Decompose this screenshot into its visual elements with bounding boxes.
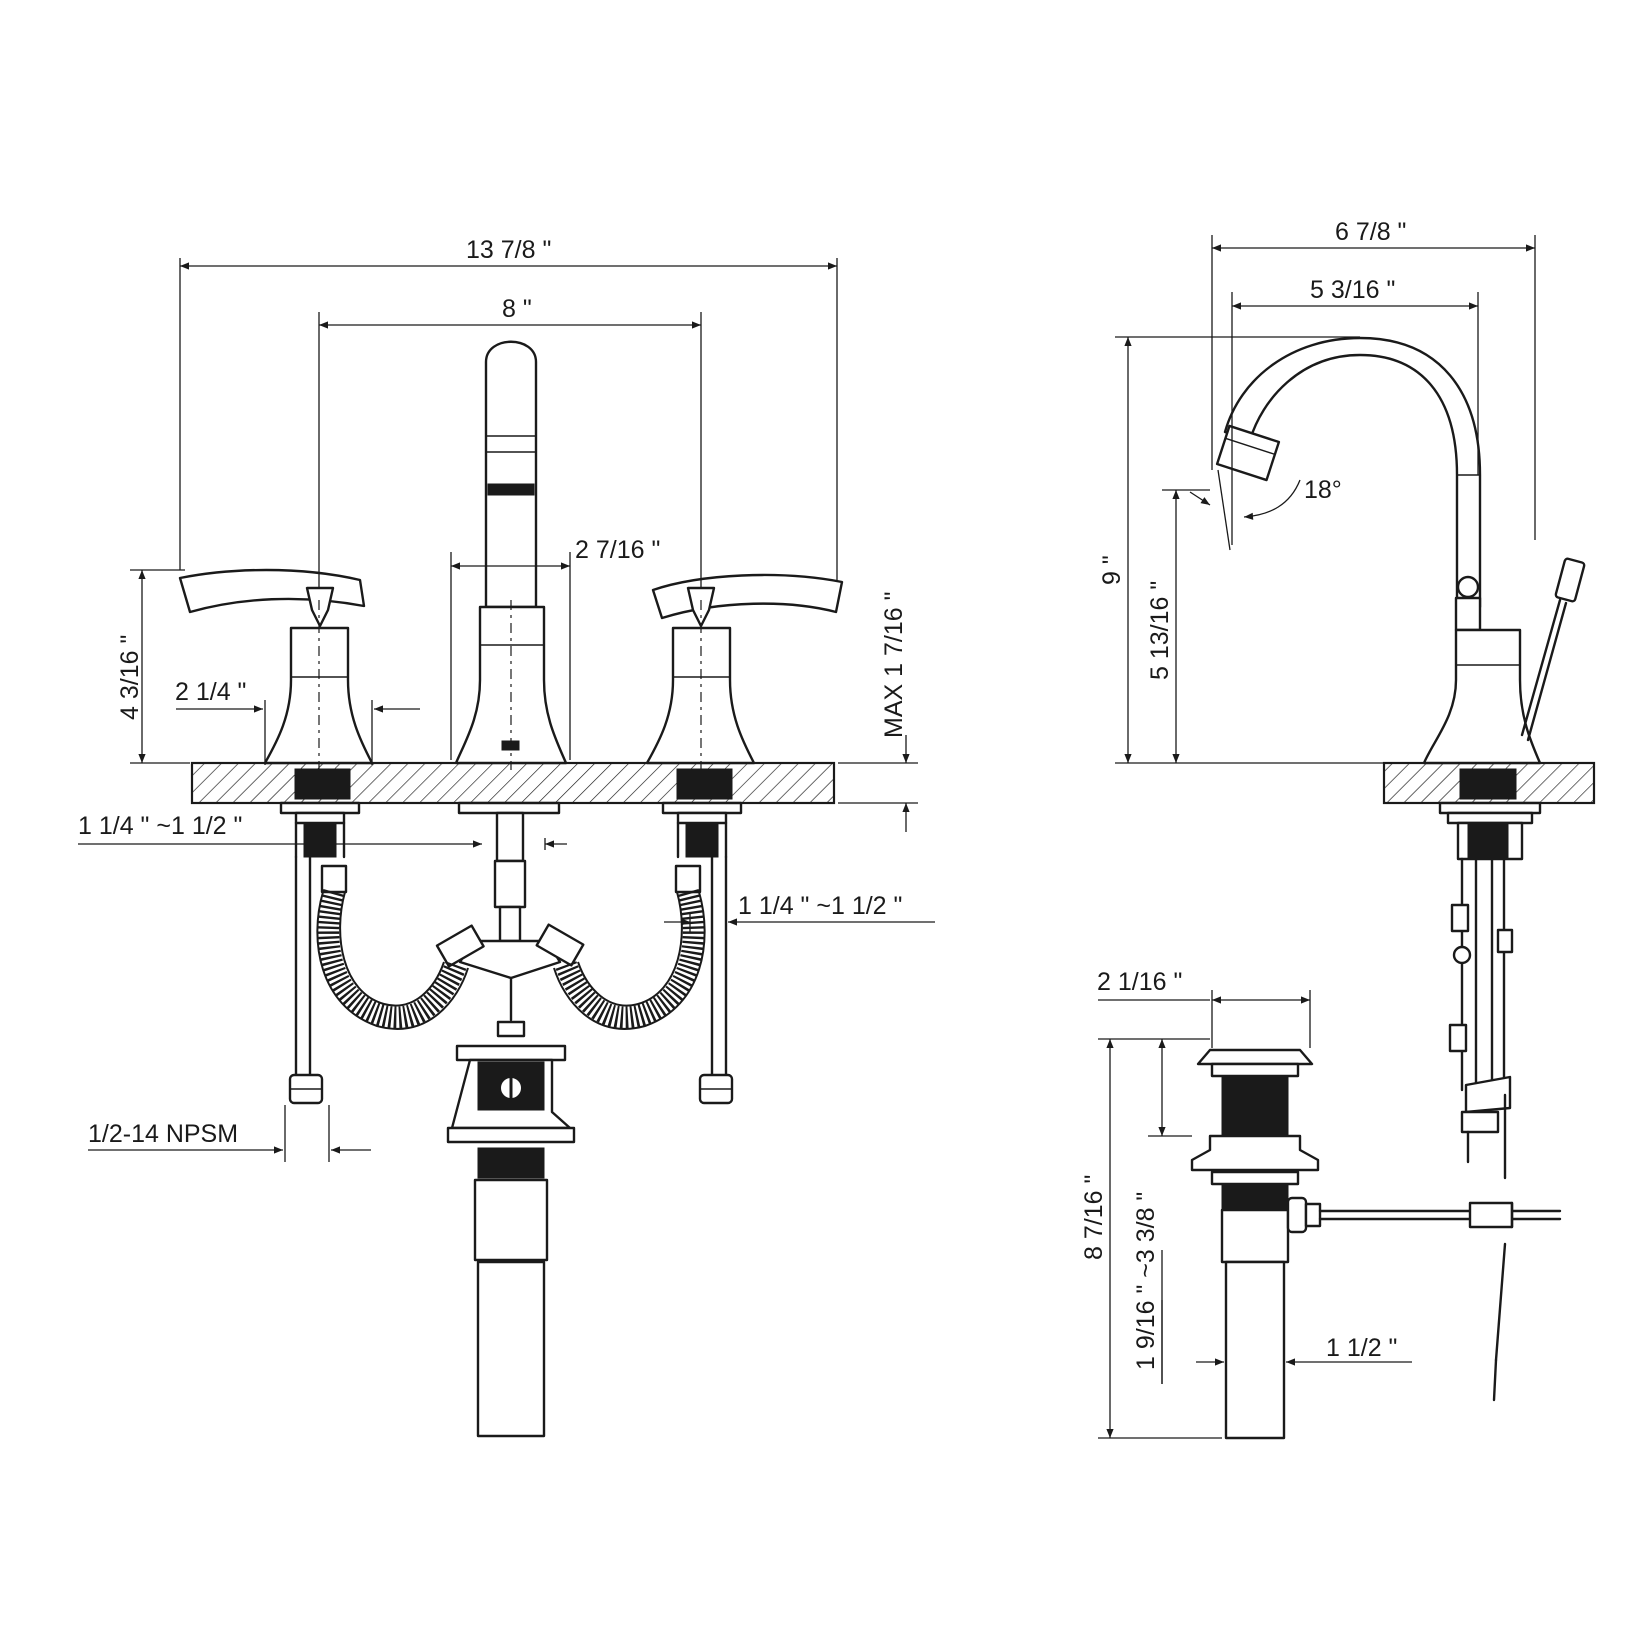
label-drain-overall-length: 8 7/16 " [1080,1175,1108,1260]
left-shank [279,768,361,1105]
front-view [78,258,935,1438]
label-spout-clearance: 5 13/16 " [1146,581,1174,680]
label-spout-angle: 18° [1304,476,1342,504]
label-mount-hole-left: 1 1/4 " ~1 1/2 " [78,812,242,840]
side-spout [1215,336,1586,765]
label-mount-hole-right: 1 1/4 " ~1 1/2 " [738,892,902,920]
label-overall-height: 9 " [1098,555,1126,585]
label-spout-reach-overall: 6 7/8 " [1335,218,1406,246]
center-tee [435,801,585,1022]
side-view [1115,235,1596,1402]
front-drain [446,1020,576,1438]
spout [454,340,568,770]
label-handle-spread: 8 " [502,295,532,323]
front-dimension-lines [78,258,935,1162]
supply-hoses [316,888,706,1030]
drain-dimension-lines [1098,990,1412,1439]
label-drain-flange-width: 2 1/16 " [1097,968,1182,996]
label-max-deck-thickness: MAX 1 7/16 " [880,592,908,738]
dimension-labels: 13 7/8 " 8 " 2 7/16 " 4 3/16 " 2 1/4 " M… [78,218,1406,1370]
side-underbody [1438,768,1542,1402]
label-spout-reach: 5 3/16 " [1310,276,1395,304]
right-shank [661,768,743,1105]
right-handle [645,573,844,770]
drain-assembly [1190,1048,1562,1440]
side-dimension-lines [1115,235,1536,764]
label-tailpiece-diameter: 1 1/2 " [1326,1334,1397,1362]
label-overall-width: 13 7/8 " [466,236,551,264]
drain-view [1098,990,1562,1440]
label-thread-spec: 1/2-14 NPSM [88,1120,238,1148]
label-spout-base-width: 2 7/16 " [575,536,660,564]
deck-section [190,761,836,805]
label-handle-base-width: 2 1/4 " [175,678,246,706]
left-handle [178,568,374,770]
label-drain-body-length: 1 9/16 " ~3 3/8 " [1132,1192,1160,1370]
label-handle-height: 4 3/16 " [116,635,144,720]
